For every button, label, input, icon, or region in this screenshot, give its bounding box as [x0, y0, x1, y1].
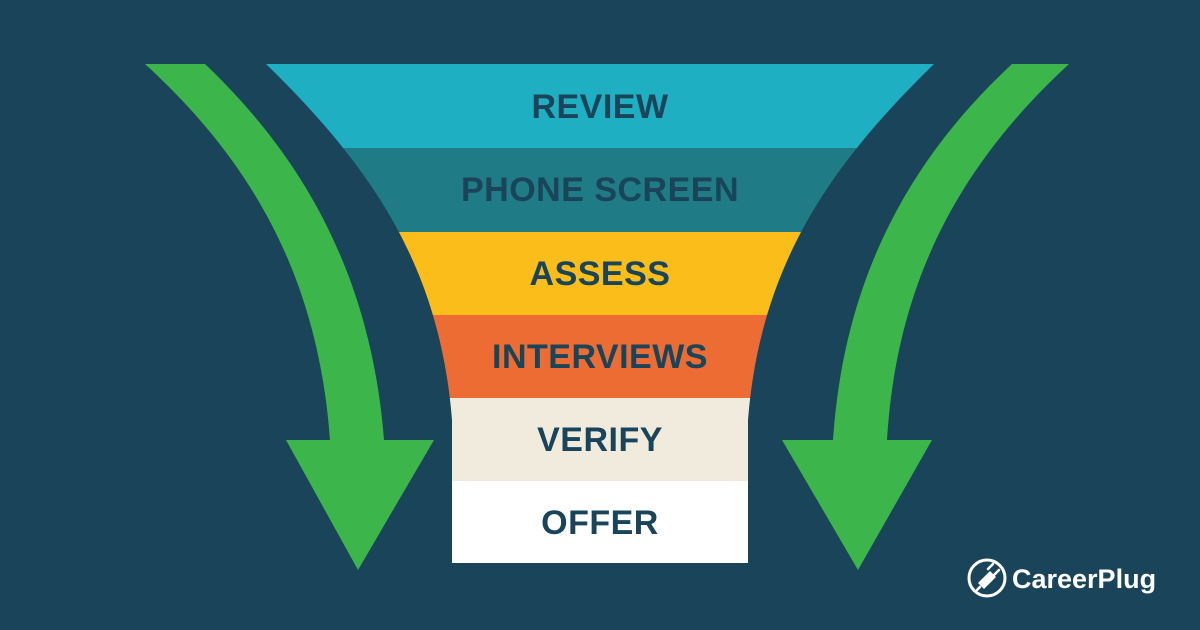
curved-down-arrow-icon [782, 64, 1069, 570]
stage-label-review: REVIEW [531, 88, 669, 126]
careerplug-logo-icon [967, 558, 1007, 598]
brand-logo: CareerPlug [967, 558, 1156, 598]
left-arrow [145, 64, 434, 570]
stage-label-assess: ASSESS [530, 255, 671, 293]
stage-label-phone-screen: PHONE SCREEN [461, 171, 739, 209]
stage-label-interviews: INTERVIEWS [492, 338, 708, 376]
curved-down-arrow-icon [145, 64, 434, 570]
right-arrow [782, 64, 1069, 570]
stage-labels: REVIEW PHONE SCREEN ASSESS INTERVIEWS VE… [461, 88, 739, 542]
stage-label-offer: OFFER [541, 504, 659, 542]
stage-band [266, 64, 934, 148]
brand-name: CareerPlug [1012, 564, 1156, 594]
stage-label-verify: VERIFY [537, 421, 663, 459]
